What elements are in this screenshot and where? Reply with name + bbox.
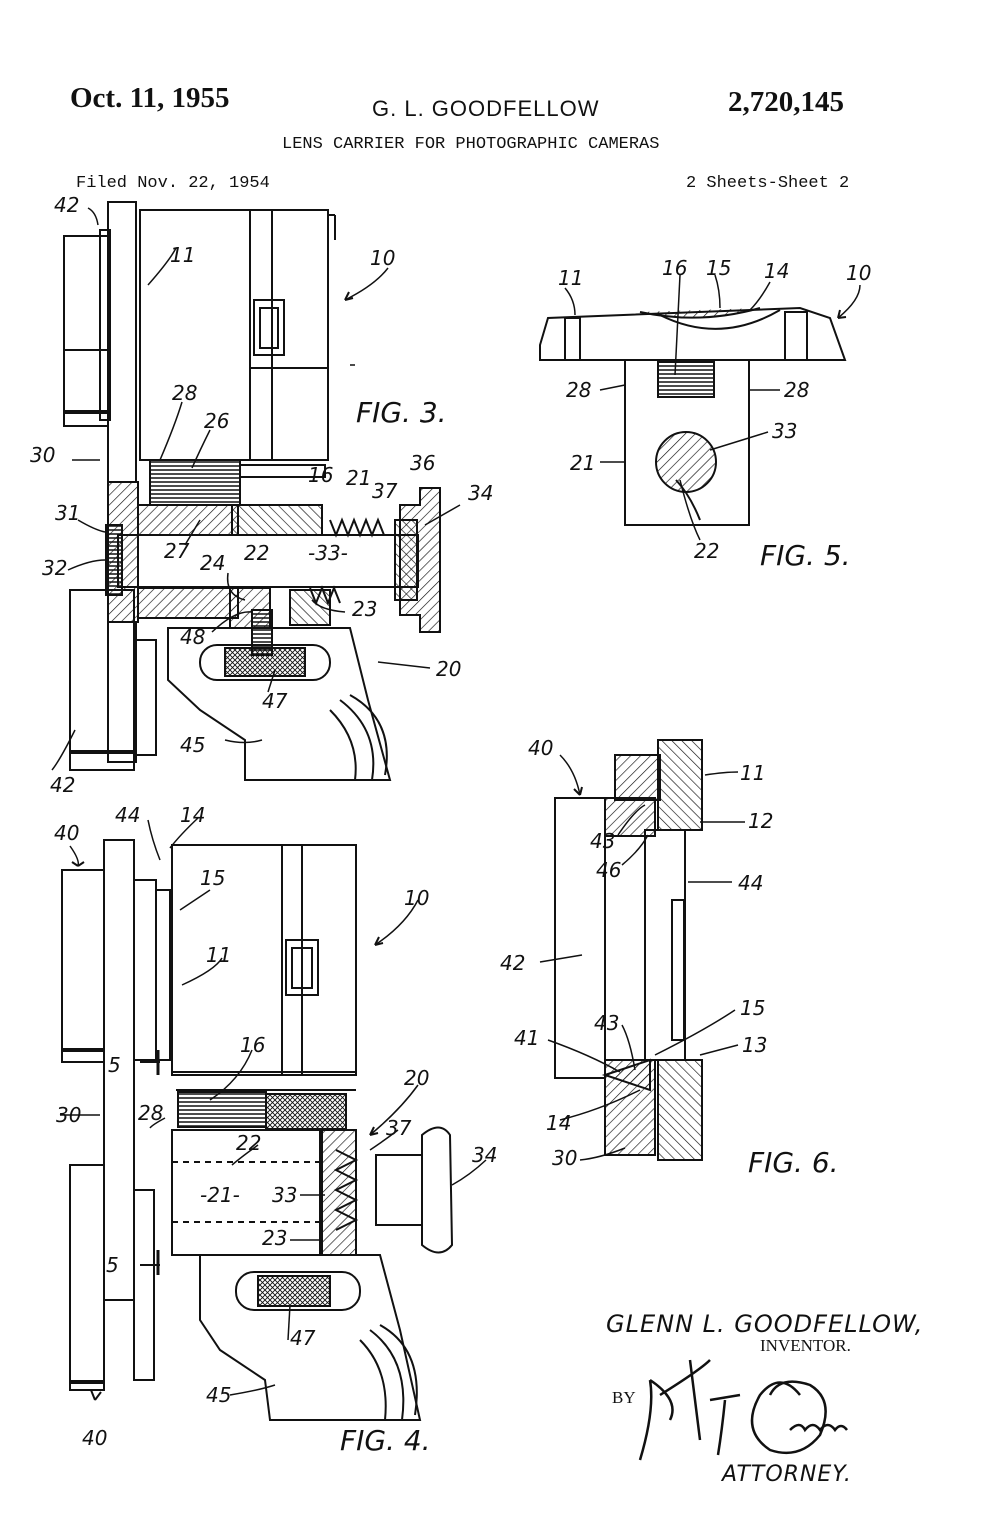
ref-label: 16 xyxy=(240,1033,265,1057)
ref-label: 33 xyxy=(772,419,797,443)
ref-label: 11 xyxy=(206,943,231,967)
patent-date: Oct. 11, 1955 xyxy=(70,82,230,114)
fig3-labels: 42 11 10 28 26 30 16 21 36 37 34 31 27 2… xyxy=(30,193,493,797)
ref-label: 16 xyxy=(308,463,333,487)
ref-label: 34 xyxy=(468,481,493,505)
ref-label: 23 xyxy=(262,1226,287,1250)
ref-label: 14 xyxy=(764,259,789,283)
ref-label: 30 xyxy=(56,1103,81,1127)
ref-label: 10 xyxy=(404,886,429,910)
ref-label: 45 xyxy=(180,733,205,757)
ref-label: 11 xyxy=(170,243,195,267)
by-label: BY xyxy=(612,1388,636,1407)
ref-label: 47 xyxy=(290,1326,316,1350)
ref-label: 16 xyxy=(662,256,687,280)
filed-date: Filed Nov. 22, 1954 xyxy=(76,174,270,193)
ref-label: 37 xyxy=(386,1116,412,1140)
ref-label: 20 xyxy=(436,657,461,681)
figure-5-drawing xyxy=(539,306,847,526)
ref-label: 5 xyxy=(106,1253,119,1277)
figure-6-caption: FIG. 6. xyxy=(748,1146,839,1179)
ref-label: 10 xyxy=(370,246,395,270)
attorney-signature xyxy=(638,1359,848,1461)
ref-label: 30 xyxy=(30,443,55,467)
ref-label: 12 xyxy=(748,809,773,833)
ref-label: 24 xyxy=(200,551,225,575)
ref-label: 48 xyxy=(180,625,205,649)
patent-title: LENS CARRIER FOR PHOTOGRAPHIC CAMERAS xyxy=(282,135,660,154)
ref-label: 27 xyxy=(164,539,190,563)
ref-label: 40 xyxy=(528,736,553,760)
ref-label: 45 xyxy=(206,1383,231,1407)
ref-label: 46 xyxy=(596,858,621,882)
ref-label: 22 xyxy=(236,1131,261,1155)
figure-3-drawing xyxy=(63,201,441,781)
ref-label: 30 xyxy=(552,1146,577,1170)
ref-label: 33 xyxy=(272,1183,297,1207)
ref-label: 21 xyxy=(570,451,595,475)
figure-3-caption: FIG. 3. xyxy=(356,396,447,429)
figure-4-caption: FIG. 4. xyxy=(340,1424,431,1457)
ref-label: 22 xyxy=(244,541,269,565)
ref-label: 34 xyxy=(472,1143,497,1167)
inventor-name: GLENN L. GOODFELLOW, xyxy=(606,1310,924,1338)
ref-label: 28 xyxy=(784,378,809,402)
ref-label: 15 xyxy=(706,256,731,280)
ref-label: 13 xyxy=(742,1033,767,1057)
ref-label: 22 xyxy=(694,539,719,563)
ref-label: -33- xyxy=(308,541,348,565)
ref-label: 40 xyxy=(54,821,79,845)
sheet-count: 2 Sheets-Sheet 2 xyxy=(686,174,850,193)
inventor-header: G. L. GOODFELLOW xyxy=(372,96,600,121)
ref-label: 28 xyxy=(172,381,197,405)
ref-label: 10 xyxy=(846,261,871,285)
fig5-labels: 11 16 15 14 10 28 28 33 21 22 xyxy=(558,256,871,563)
ref-label: 42 xyxy=(50,773,75,797)
ref-label: 5 xyxy=(108,1053,121,1077)
ref-label: 21 xyxy=(346,466,371,490)
ref-label: 15 xyxy=(740,996,765,1020)
fig4-labels: 40 44 14 15 10 11 16 20 5 28 37 22 30 34… xyxy=(54,803,497,1450)
ref-label: 42 xyxy=(54,193,79,217)
ref-label: 44 xyxy=(738,871,763,895)
ref-label: 14 xyxy=(180,803,205,827)
ref-label: 15 xyxy=(200,866,225,890)
ref-label: 42 xyxy=(500,951,525,975)
inventor-role: INVENTOR. xyxy=(760,1336,851,1355)
ref-label: 11 xyxy=(558,266,583,290)
ref-label: 11 xyxy=(740,761,765,785)
ref-label: 36 xyxy=(410,451,435,475)
ref-label: 41 xyxy=(514,1026,539,1050)
ref-label: 47 xyxy=(262,689,288,713)
ref-label: -21- xyxy=(200,1183,240,1207)
patent-number: 2,720,145 xyxy=(728,86,844,118)
ref-label: 43 xyxy=(594,1011,619,1035)
ref-label: 31 xyxy=(55,501,80,525)
ref-label: 23 xyxy=(352,597,377,621)
figure-5-caption: FIG. 5. xyxy=(760,539,851,572)
ref-label: 28 xyxy=(566,378,591,402)
fig6-labels: 40 11 43 12 46 44 42 15 43 41 13 14 30 xyxy=(500,736,773,1170)
ref-label: 32 xyxy=(42,556,67,580)
ref-label: 37 xyxy=(372,479,398,503)
figure-6-drawing xyxy=(554,739,703,1161)
ref-label: 26 xyxy=(204,409,229,433)
ref-label: 20 xyxy=(404,1066,429,1090)
ref-label: 40 xyxy=(82,1426,107,1450)
ref-label: 43 xyxy=(590,829,615,853)
ref-label: 14 xyxy=(546,1111,571,1135)
ref-label: 44 xyxy=(115,803,140,827)
attorney-label: ATTORNEY. xyxy=(722,1462,852,1487)
ref-label: 28 xyxy=(138,1101,163,1125)
